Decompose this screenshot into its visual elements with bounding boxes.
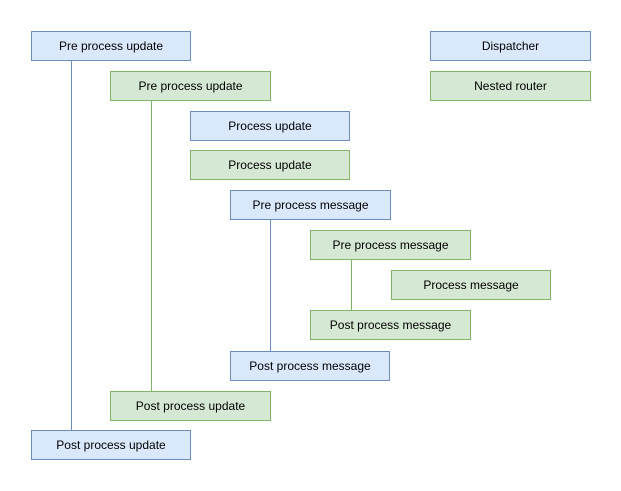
node-label: Pre process update: [58, 39, 164, 53]
node-pre-process-update-router: Pre process update: [110, 71, 271, 101]
node-post-process-update-dispatcher: Post process update: [31, 430, 191, 460]
node-pre-process-message-router: Pre process message: [310, 230, 471, 260]
node-label: Process message: [423, 278, 519, 292]
node-label: Post process message: [329, 318, 452, 332]
node-label: Post process update: [135, 399, 246, 413]
node-label: Post process update: [56, 438, 166, 452]
node-label: Nested router: [474, 79, 547, 93]
connector-update-router-line: [151, 101, 152, 391]
node-legend-dispatcher: Dispatcher: [430, 31, 591, 61]
connector-message-router-line: [351, 260, 352, 310]
node-label: Pre process message: [332, 238, 449, 252]
node-label: Pre process update: [138, 79, 243, 93]
node-label: Process update: [228, 119, 312, 133]
node-label: Process update: [228, 158, 312, 172]
node-post-process-update-router: Post process update: [110, 391, 271, 421]
node-label: Pre process message: [252, 198, 369, 212]
node-label: Post process message: [249, 359, 371, 373]
node-process-update-dispatcher: Process update: [190, 111, 350, 141]
node-label: Dispatcher: [481, 39, 540, 53]
node-post-process-message-router: Post process message: [310, 310, 471, 340]
node-post-process-message-dispatcher: Post process message: [230, 351, 390, 381]
connector-update-dispatcher-line: [71, 61, 72, 430]
node-pre-process-message-dispatcher: Pre process message: [230, 190, 391, 220]
node-process-update-router: Process update: [190, 150, 350, 180]
connector-message-dispatcher-line: [270, 220, 271, 351]
node-legend-nested-router: Nested router: [430, 71, 591, 101]
node-pre-process-update-dispatcher: Pre process update: [31, 31, 191, 61]
node-process-message-router: Process message: [391, 270, 551, 300]
